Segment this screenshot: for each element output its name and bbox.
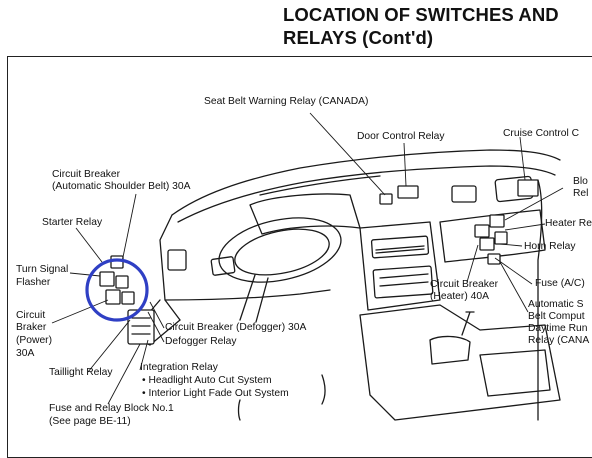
- label-circuit-braker-2: Braker: [16, 322, 47, 333]
- label-circuit-breaker-shoulder-1: Circuit Breaker: [52, 169, 121, 180]
- label-seat-belt-warning-relay: Seat Belt Warning Relay (CANADA): [204, 96, 369, 107]
- leader-defogger-relay: [147, 311, 165, 343]
- label-circuit-breaker-shoulder-2: (Automatic Shoulder Belt) 30A: [52, 181, 191, 192]
- label-automatic-2: Belt Comput: [528, 311, 585, 322]
- steering-wheel: [218, 217, 342, 283]
- label-fuse-relay-block-2: (See page BE-11): [49, 416, 131, 427]
- right-bracket: [537, 179, 543, 421]
- label-fuse-relay-block-1: Fuse and Relay Block No.1: [49, 403, 174, 414]
- leader-taillight: [87, 319, 131, 373]
- label-circuit-braker-1: Circuit: [16, 310, 46, 321]
- leader-starter: [75, 227, 103, 263]
- leader-circuit-braker: [51, 299, 109, 324]
- left-outer-vent: [167, 249, 187, 271]
- label-blower-relay-1: Blo: [573, 176, 588, 187]
- dashboard-illustration: [51, 112, 564, 421]
- radio-lines: [375, 245, 425, 254]
- highlight-circle: [85, 258, 149, 322]
- label-heater-relay: Heater Re: [545, 218, 592, 229]
- label-integration-relay: Integration Relay: [140, 362, 218, 373]
- leader-automatic: [499, 261, 529, 313]
- dashboard-top-inner: [177, 165, 556, 223]
- relay-right-1: [474, 224, 490, 238]
- label-interior-light-fade: • Interior Light Fade Out System: [142, 388, 289, 399]
- relay-block-1: [99, 271, 115, 287]
- label-circuit-breaker-defogger: Circuit Breaker (Defogger) 30A: [165, 322, 307, 333]
- label-starter-relay: Starter Relay: [42, 217, 103, 228]
- label-circuit-breaker-heater-2: (Heater) 40A: [430, 291, 489, 302]
- leader-defogger-cb: [149, 301, 165, 329]
- console-shifter-boot: [429, 335, 471, 365]
- leader-heater: [504, 223, 546, 231]
- steering-wheel-inner: [234, 228, 330, 276]
- bottom-bracket: [237, 399, 241, 421]
- shift-lever: [461, 311, 475, 336]
- label-fuse-ac: Fuse (A/C): [535, 278, 585, 289]
- leader-horn: [499, 243, 523, 247]
- leader-integration: [139, 339, 149, 371]
- label-circuit-breaker-heater-1: Circuit Breaker: [430, 279, 499, 290]
- dash-lower-edge: [164, 289, 331, 301]
- label-horn-relay: Horn Relay: [524, 241, 576, 252]
- leader-cruise: [519, 136, 526, 181]
- door-control-relay-body: [397, 185, 419, 199]
- dash-left-end: [159, 214, 181, 321]
- center-stack: [359, 221, 441, 311]
- label-cruise-control: Cruise Control C: [503, 128, 580, 139]
- cruise-control-body: [517, 179, 539, 197]
- dashboard-top-outline: [171, 149, 561, 216]
- label-headlight-auto-cut: • Headlight Auto Cut System: [142, 375, 272, 386]
- right-vent-small: [451, 185, 477, 203]
- label-blower-relay-2: Rel: [573, 188, 589, 199]
- label-automatic-1: Automatic S: [528, 299, 584, 310]
- relay-right-5: [487, 253, 501, 265]
- relay-right-4: [494, 231, 508, 245]
- label-turn-signal-1: Turn Signal: [16, 264, 69, 275]
- relay-block-3: [105, 289, 121, 305]
- leader-door-control: [403, 142, 407, 187]
- label-taillight-relay: Taillight Relay: [49, 367, 113, 378]
- fuse-block-lines: [131, 317, 151, 335]
- label-turn-signal-2: Flasher: [16, 277, 51, 288]
- center-console: [359, 304, 561, 421]
- label-circuit-braker-4: 30A: [16, 348, 35, 359]
- relay-block-5: [110, 255, 124, 269]
- leader-turn-signal: [69, 272, 101, 277]
- steering-column: [239, 274, 269, 323]
- leader-seat-belt: [309, 112, 386, 196]
- climate-panel: [372, 265, 434, 299]
- radio: [370, 235, 430, 259]
- leader-fuse-ac: [494, 257, 533, 285]
- label-door-control-relay: Door Control Relay: [357, 131, 445, 142]
- relay-right-2: [489, 214, 505, 228]
- leader-circuit-heater: [466, 244, 479, 283]
- relay-block-2: [115, 275, 129, 289]
- instrument-hood: [249, 193, 361, 235]
- leader-blower: [504, 187, 564, 221]
- seat-belt-relay-body: [379, 193, 393, 205]
- defroster-vent: [259, 175, 381, 196]
- leader-shoulder-belt: [121, 193, 137, 263]
- label-circuit-braker-3: (Power): [16, 335, 53, 346]
- leader-fuse-block: [107, 343, 141, 405]
- relay-block-4: [121, 291, 135, 305]
- left-vent: [210, 256, 236, 276]
- glove-box: [439, 209, 546, 263]
- title-line-2: RELAYS (Cont'd): [283, 27, 434, 48]
- bottom-bracket-right: [321, 374, 326, 405]
- console-armrest: [479, 349, 551, 397]
- label-automatic-4: Relay (CANA: [528, 335, 590, 346]
- title-line-1: LOCATION OF SWITCHES AND: [283, 4, 559, 25]
- climate-lines: [379, 273, 429, 287]
- relay-right-3: [479, 237, 495, 251]
- label-defogger-relay: Defogger Relay: [165, 336, 237, 347]
- label-automatic-3: Daytime Run: [528, 323, 588, 334]
